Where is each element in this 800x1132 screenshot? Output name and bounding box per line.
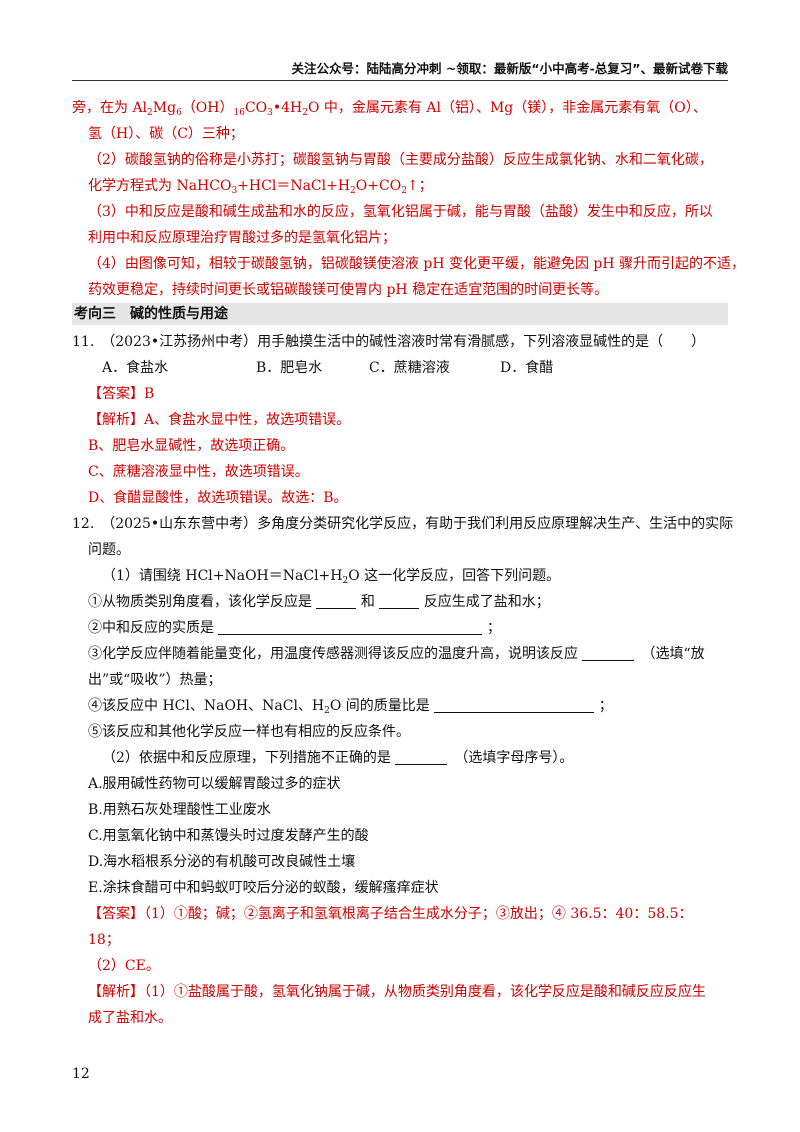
analysis-line-2: 氢（H）、碳（C）三种； [88, 126, 244, 142]
header-rule [72, 80, 728, 81]
q11-analysis-line: C、蔗糖溶液显中性，故选项错误。 [88, 464, 309, 480]
page-header: 关注公众号：陆陆高分冲刺 ~领取：最新版“小中高考-总复习”、最新试卷下载 [291, 61, 728, 76]
q11-analysis-line: D、食醋显酸性，故选项错误。故选：B。 [88, 490, 348, 506]
q11-option-b: B．肥皂水 [256, 360, 323, 376]
q12-item-5: ⑤该反应和其他化学反应一样也有相应的反应条件。 [88, 724, 410, 740]
answer-blank[interactable] [395, 750, 448, 765]
q11-analysis-line: B、肥皂水显碱性，故选项正确。 [88, 438, 295, 454]
answer-blank[interactable] [379, 594, 420, 609]
q12-item-3: ③化学反应伴随着能量变化，用温度传感器测得该反应的温度升高，说明该反应 （选填“… [88, 646, 705, 662]
section-title-bar: 考向三 碱的性质与用途 [72, 303, 728, 325]
q12-item-4: ④该反应中 HCl、NaOH、NaCl、H2O 间的质量比是 ； [88, 698, 613, 716]
q12-analysis-line-2: 成了盐和水。 [88, 1010, 172, 1026]
q11-analysis-line: 【解析】A、食盐水显中性，故选项错误。 [88, 412, 351, 428]
answer-blank[interactable] [582, 646, 635, 661]
q11-option-a: A．食盐水 [102, 360, 169, 376]
q12-option-b: B.用熟石灰处理酸性工业废水 [88, 802, 271, 818]
analysis-line-7: （4）由图像可知，相较于碳酸氢钠，铝碳酸镁使溶液 pH 变化更平缓，能避免因 p… [88, 256, 746, 272]
page-number: 12 [72, 1066, 90, 1082]
analysis-line-5: （3）中和反应是酸和碱生成盐和水的反应，氢氧化铝属于碱，能与胃酸（盐酸）发生中和… [88, 204, 713, 220]
q12-option-a: A.服用碱性药物可以缓解胃酸过多的症状 [88, 776, 341, 792]
q12-item-2: ②中和反应的实质是 ； [88, 620, 501, 636]
q12-stem-line-1: 12. （2025•山东东营中考）多角度分类研究化学反应，有助于我们利用反应原理… [72, 516, 734, 532]
analysis-line-3: （2）碳酸氢钠的俗称是小苏打；碳酸氢钠与胃酸（主要成分盐酸）反应生成氯化钠、水和… [88, 152, 713, 168]
q12-option-e: E.涂抹食醋可中和蚂蚁叮咬后分泌的蚁酸，缓解瘙痒症状 [88, 880, 439, 896]
analysis-line-8: 药效更稳定，持续时间更长或铝碳酸镁可使胃内 pH 稳定在适宜范围的时间更长等。 [88, 282, 609, 298]
q12-part-2: （2）依据中和反应原理，下列措施不正确的是 （选填字母序号）。 [102, 750, 574, 766]
q12-option-d: D.海水稻根系分泌的有机酸可改良碱性土壤 [88, 854, 356, 870]
analysis-line-1: 旁，在为 Al2Mg6（OH）16CO3•4H2O 中，金属元素有 Al（铝）、… [72, 100, 707, 118]
q12-part-1: （1）请围绕 HCl+NaOH＝NaCl+H2O 这一化学反应，回答下列问题。 [102, 568, 561, 586]
q12-option-c: C.用氢氧化钠中和蒸馒头时过度发酵产生的酸 [88, 828, 369, 844]
q12-item-1: ①从物质类别角度看，该化学反应是 和 反应生成了盐和水； [88, 594, 550, 610]
q11-option-d: D．食醋 [500, 360, 554, 376]
q12-answer-line-3: （2）CE。 [88, 958, 160, 974]
q12-stem-line-2: 问题。 [88, 542, 130, 558]
answer-blank[interactable] [316, 594, 357, 609]
answer-blank[interactable] [218, 620, 483, 635]
answer-blank[interactable] [434, 698, 595, 713]
analysis-line-4: 化学方程式为 NaHCO3+HCl＝NaCl+H2O+CO2↑； [88, 178, 433, 196]
q12-analysis-line-1: 【解析】（1）①盐酸属于酸，氢氧化钠属于碱，从物质类别角度看，该化学反应是酸和碱… [88, 984, 706, 1000]
section-title: 考向三 碱的性质与用途 [74, 306, 228, 322]
q12-answer-line-1: 【答案】（1）①酸；碱；②氢离子和氢氧根离子结合生成水分子；③放出；④ 36.5… [88, 906, 693, 922]
analysis-line-6: 利用中和反应原理治疗胃酸过多的是氢氧化铝片； [88, 230, 396, 246]
q11-stem: 11. （2023•江苏扬州中考）用手触摸生活中的碱性溶液时常有滑腻感，下列溶液… [72, 334, 706, 350]
q11-answer: 【答案】B [88, 386, 155, 402]
q12-answer-line-2: 18； [88, 932, 120, 948]
q12-item-3-cont: 出”或“吸收”）热量； [88, 672, 222, 688]
q11-option-c: C．蔗糖溶液 [369, 360, 450, 376]
